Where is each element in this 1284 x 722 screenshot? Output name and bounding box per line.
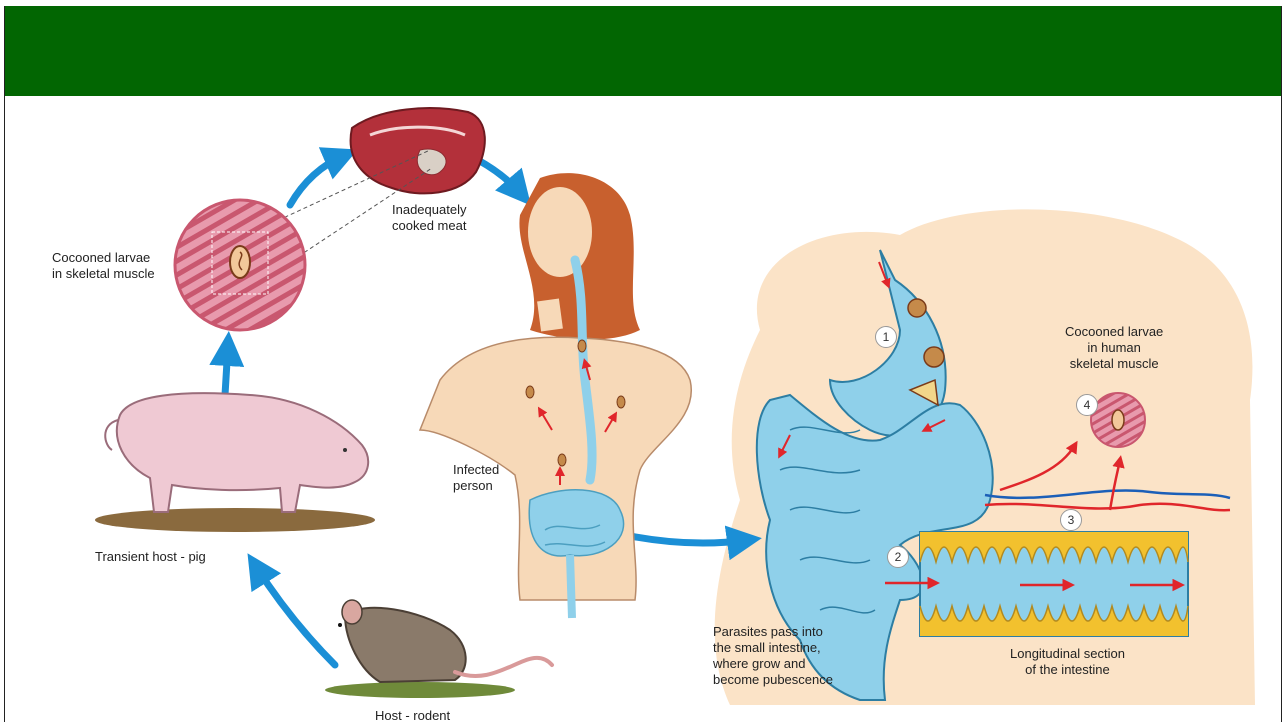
intestine-section-icon [885, 532, 1188, 636]
label-rodent: Host - rodent [375, 708, 450, 722]
step-badge-2: 2 [887, 546, 909, 568]
pig-icon [95, 393, 375, 532]
label-parasites: Parasites pass into the small intestine,… [713, 624, 833, 688]
label-larvae-human: Cocooned larvae in human skeletal muscle [1065, 324, 1163, 372]
muscle-icon [175, 200, 305, 330]
step-badge-1: 1 [875, 326, 897, 348]
rodent-icon [325, 600, 552, 698]
woman-icon [420, 173, 691, 618]
meat-icon [351, 108, 485, 193]
step-badge-4: 4 [1076, 394, 1098, 416]
human-muscle-icon [1091, 393, 1145, 447]
label-pig: Transient host - pig [95, 549, 206, 565]
label-longitudinal-section: Longitudinal section of the intestine [1010, 646, 1125, 678]
label-infected-person: Infected person [453, 462, 499, 494]
step-badge-3: 3 [1060, 509, 1082, 531]
label-meat: Inadequately cooked meat [392, 202, 466, 234]
label-larvae-pig: Cocooned larvae in skeletal muscle [52, 250, 155, 282]
